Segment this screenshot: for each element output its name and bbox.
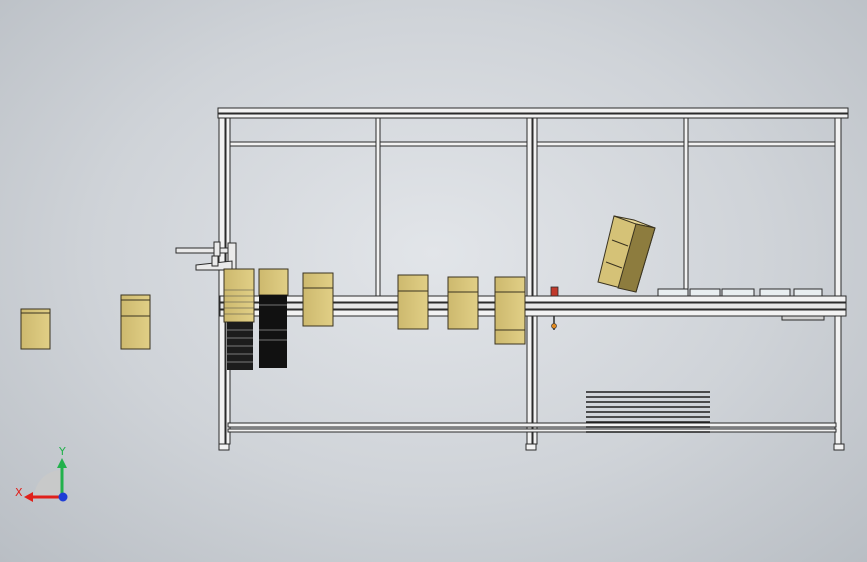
sensor-device [550, 286, 559, 330]
post-right [834, 117, 842, 445]
tilted-carton [597, 215, 656, 293]
upright-2 [683, 117, 689, 297]
carton-boxes [20, 268, 526, 350]
carton-box [120, 294, 151, 350]
foot-mid [525, 443, 537, 451]
y-axis-label: Y [58, 445, 66, 458]
carton-box [302, 272, 334, 327]
bottom-rail [227, 422, 837, 428]
conveyor-lower [219, 309, 847, 317]
axis-triad: Y X [15, 445, 68, 502]
post-mid [526, 117, 533, 445]
carton-magazine [223, 268, 255, 323]
x-axis-label: X [15, 486, 23, 499]
top-rail-lower [217, 113, 849, 119]
carton-box [494, 276, 526, 345]
bottom-rail-lower [227, 428, 837, 433]
machine-frame [217, 107, 849, 451]
upright-1 [375, 117, 381, 297]
conveyor-belt [219, 302, 847, 310]
conveyor-upper [219, 295, 847, 303]
carton-box [20, 308, 51, 350]
cable-grille [586, 391, 710, 433]
carton-box [447, 276, 479, 330]
carton-magazine [258, 268, 289, 296]
post-mid-inner [532, 117, 538, 445]
pusher-arm [175, 241, 237, 271]
carton-box [397, 274, 429, 330]
top-rail [217, 107, 849, 114]
flat-carton-stack [224, 289, 287, 370]
foot-right [833, 443, 845, 451]
conveyor-rollers [657, 288, 825, 321]
foot-left [218, 443, 230, 451]
